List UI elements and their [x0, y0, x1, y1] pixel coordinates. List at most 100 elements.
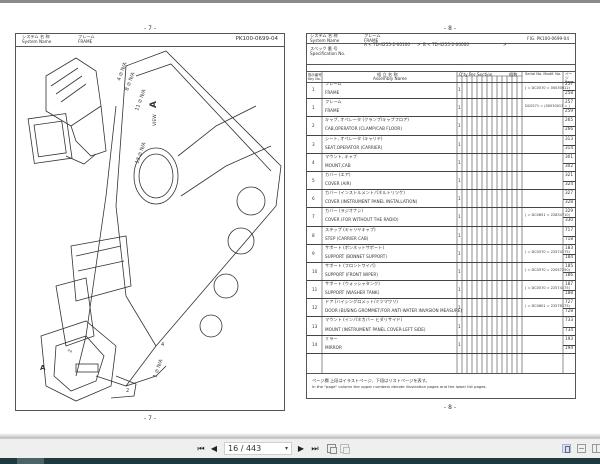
- row-key-no: 14: [312, 341, 318, 347]
- row-serial: ( = DC0570 = 22574175): [525, 249, 570, 254]
- spec-label-en: Specification No.: [310, 51, 346, 56]
- taskbar: [0, 458, 600, 464]
- prev-page-button[interactable]: ◀: [209, 443, 219, 455]
- system-label-en: System Name: [310, 37, 340, 43]
- row-name-en: STEP (CARRIER CAB): [325, 235, 369, 241]
- footnote-jp: ページ欄 上段はイラストページ、下段はリストページを表す。: [312, 378, 430, 383]
- row-qty: 1: [458, 105, 461, 111]
- system-name-jp: システム 名 称: [22, 34, 50, 39]
- row-page-illustration: 327: [565, 190, 573, 196]
- fig-number: FIG. PK100-0699-04: [527, 36, 569, 41]
- row-key-no: 1: [312, 87, 315, 93]
- row-page-illustration: 265: [565, 117, 573, 123]
- row-name-jp: カバー (ラジオナシ): [325, 208, 364, 214]
- first-page-button[interactable]: ⏮: [196, 443, 206, 455]
- row-serial: DC0571 = (00030013 = ): [525, 104, 570, 109]
- row-page-list: 314: [565, 144, 573, 150]
- viewer-bottom-edge: [0, 433, 600, 438]
- row-page-list: 186: [565, 271, 573, 277]
- next-page-icon: ▶: [297, 444, 305, 453]
- row-page-illustration: 257: [565, 81, 573, 86]
- parts-table: 指示番号 Key No. 組 立 名 称 Assembly Name Q'ty …: [307, 71, 576, 373]
- row-page-illustration: 301: [565, 153, 573, 159]
- row-name-en: COVER (INSTRUMENT PANEL INSTALLATION): [325, 199, 418, 205]
- right-bottom-page-number: - 8 -: [444, 404, 456, 411]
- callout-13: 13 ⊘ N/A: [134, 141, 148, 165]
- left-page: - 7 - システム 名 称 System Name フレーム FRAME PK…: [0, 3, 300, 433]
- dropdown-arrow-icon[interactable]: ▾: [284, 445, 288, 452]
- row-name-jp: フレーム: [325, 81, 342, 86]
- row-qty: 1: [458, 141, 461, 147]
- svg-text:2: 2: [67, 349, 74, 354]
- row-key-no: 3: [312, 141, 315, 147]
- document-viewer[interactable]: - 7 - システム 名 称 System Name フレーム FRAME PK…: [0, 3, 600, 433]
- single-page-view-icon[interactable]: [562, 444, 571, 453]
- row-name-jp: マウント, キャブ: [325, 153, 357, 159]
- copy-page-icon[interactable]: [327, 444, 337, 454]
- taskbar-active-item[interactable]: [17, 458, 44, 464]
- row-qty: 1: [458, 178, 461, 184]
- svg-text:1 ⊘ N/A: 1 ⊘ N/A: [152, 358, 164, 379]
- row-key-no: 13: [312, 323, 318, 329]
- row-page-list: 188: [565, 290, 573, 296]
- row-name-en: CAB,OPERATOR (CLAMP/CAB FLOOR): [325, 126, 402, 132]
- row-page-illustration: 733: [565, 317, 573, 323]
- row-key-no: 4: [312, 159, 315, 165]
- row-name-jp: マウント (インパネカバー ヒダリサイド): [325, 317, 403, 323]
- row-key-no: 11: [312, 287, 318, 293]
- row-name-jp: カバー (インストルメントパネルトリツケ): [325, 190, 405, 196]
- row-page-illustration: 257: [565, 99, 573, 105]
- row-name-jp: カバー (エア): [325, 171, 351, 177]
- row-name-jp: サポート (ボンネットサポート): [325, 244, 384, 250]
- row-qty: 1: [458, 214, 461, 220]
- page-cell-divider: [563, 290, 576, 292]
- row-page-illustration: 727: [565, 299, 573, 305]
- frame-jp: フレーム: [78, 34, 95, 39]
- col-assembly-en: Assembly Name: [373, 76, 407, 81]
- row-qty: 1: [458, 232, 461, 238]
- row-name-en: FRAME: [325, 90, 340, 96]
- col-key-no: 指示番号 Key No.: [308, 73, 322, 81]
- last-page-button[interactable]: ⏭: [309, 443, 321, 455]
- page-cell-divider: [563, 253, 576, 255]
- row-qty: 1: [458, 87, 461, 93]
- row-page-list: 194: [565, 344, 573, 350]
- row-name-jp: キャブ, オペレータ (クランプ/キャブフロア): [325, 117, 409, 123]
- right-page: - 8 - システム 名 称 System Name フレーム FRAME FI…: [300, 3, 600, 433]
- footnote-en: In the "page" column the upper numbers d…: [312, 384, 487, 389]
- paste-page-icon[interactable]: [340, 444, 350, 454]
- spec-a: A < TD-4255-2-00100: [364, 42, 410, 47]
- spec-header: A < TD-4255-2-00100 > B < TD-4255-2-0000…: [307, 42, 575, 65]
- row-serial: ( = DC0570 = 22057250): [525, 267, 570, 272]
- row-name-en: COVER (FOR WITHOUT THE RADIO): [325, 217, 399, 223]
- page-cell-divider: [563, 308, 576, 310]
- page-cell-divider: [563, 235, 576, 237]
- row-qty: 1: [458, 341, 461, 347]
- row-page-list: 728: [565, 308, 573, 314]
- row-name-en: MOUNT,CAB: [325, 162, 351, 168]
- row-page-list: 718: [565, 235, 573, 241]
- col-qty-jp: 個数: [509, 71, 518, 77]
- row-page-illustration: 313: [565, 135, 573, 141]
- two-page-view-icon[interactable]: [592, 444, 600, 453]
- table-grid: [321, 71, 564, 373]
- col-qty-header: Q'ty Per Section: [459, 71, 493, 77]
- frame-exploded-diagram: 4 ⊘ N/A 8 ⊘ N/A 11 ⊘ N/A 13 ⊘ N/A VIEW A…: [27, 50, 282, 402]
- row-page-list: 259: [565, 108, 573, 114]
- left-bottom-page-number: - 7 -: [144, 415, 156, 422]
- table-header: 指示番号 Key No. 組 立 名 称 Assembly Name Q'ty …: [307, 71, 576, 84]
- page-number-input[interactable]: 16 / 443 ▾: [224, 442, 292, 455]
- left-page-frame: システム 名 称 System Name フレーム FRAME PK100-06…: [15, 33, 285, 411]
- page-cell-divider: [563, 217, 576, 219]
- next-page-button[interactable]: ▶: [296, 443, 306, 455]
- continuous-view-icon[interactable]: [577, 444, 586, 453]
